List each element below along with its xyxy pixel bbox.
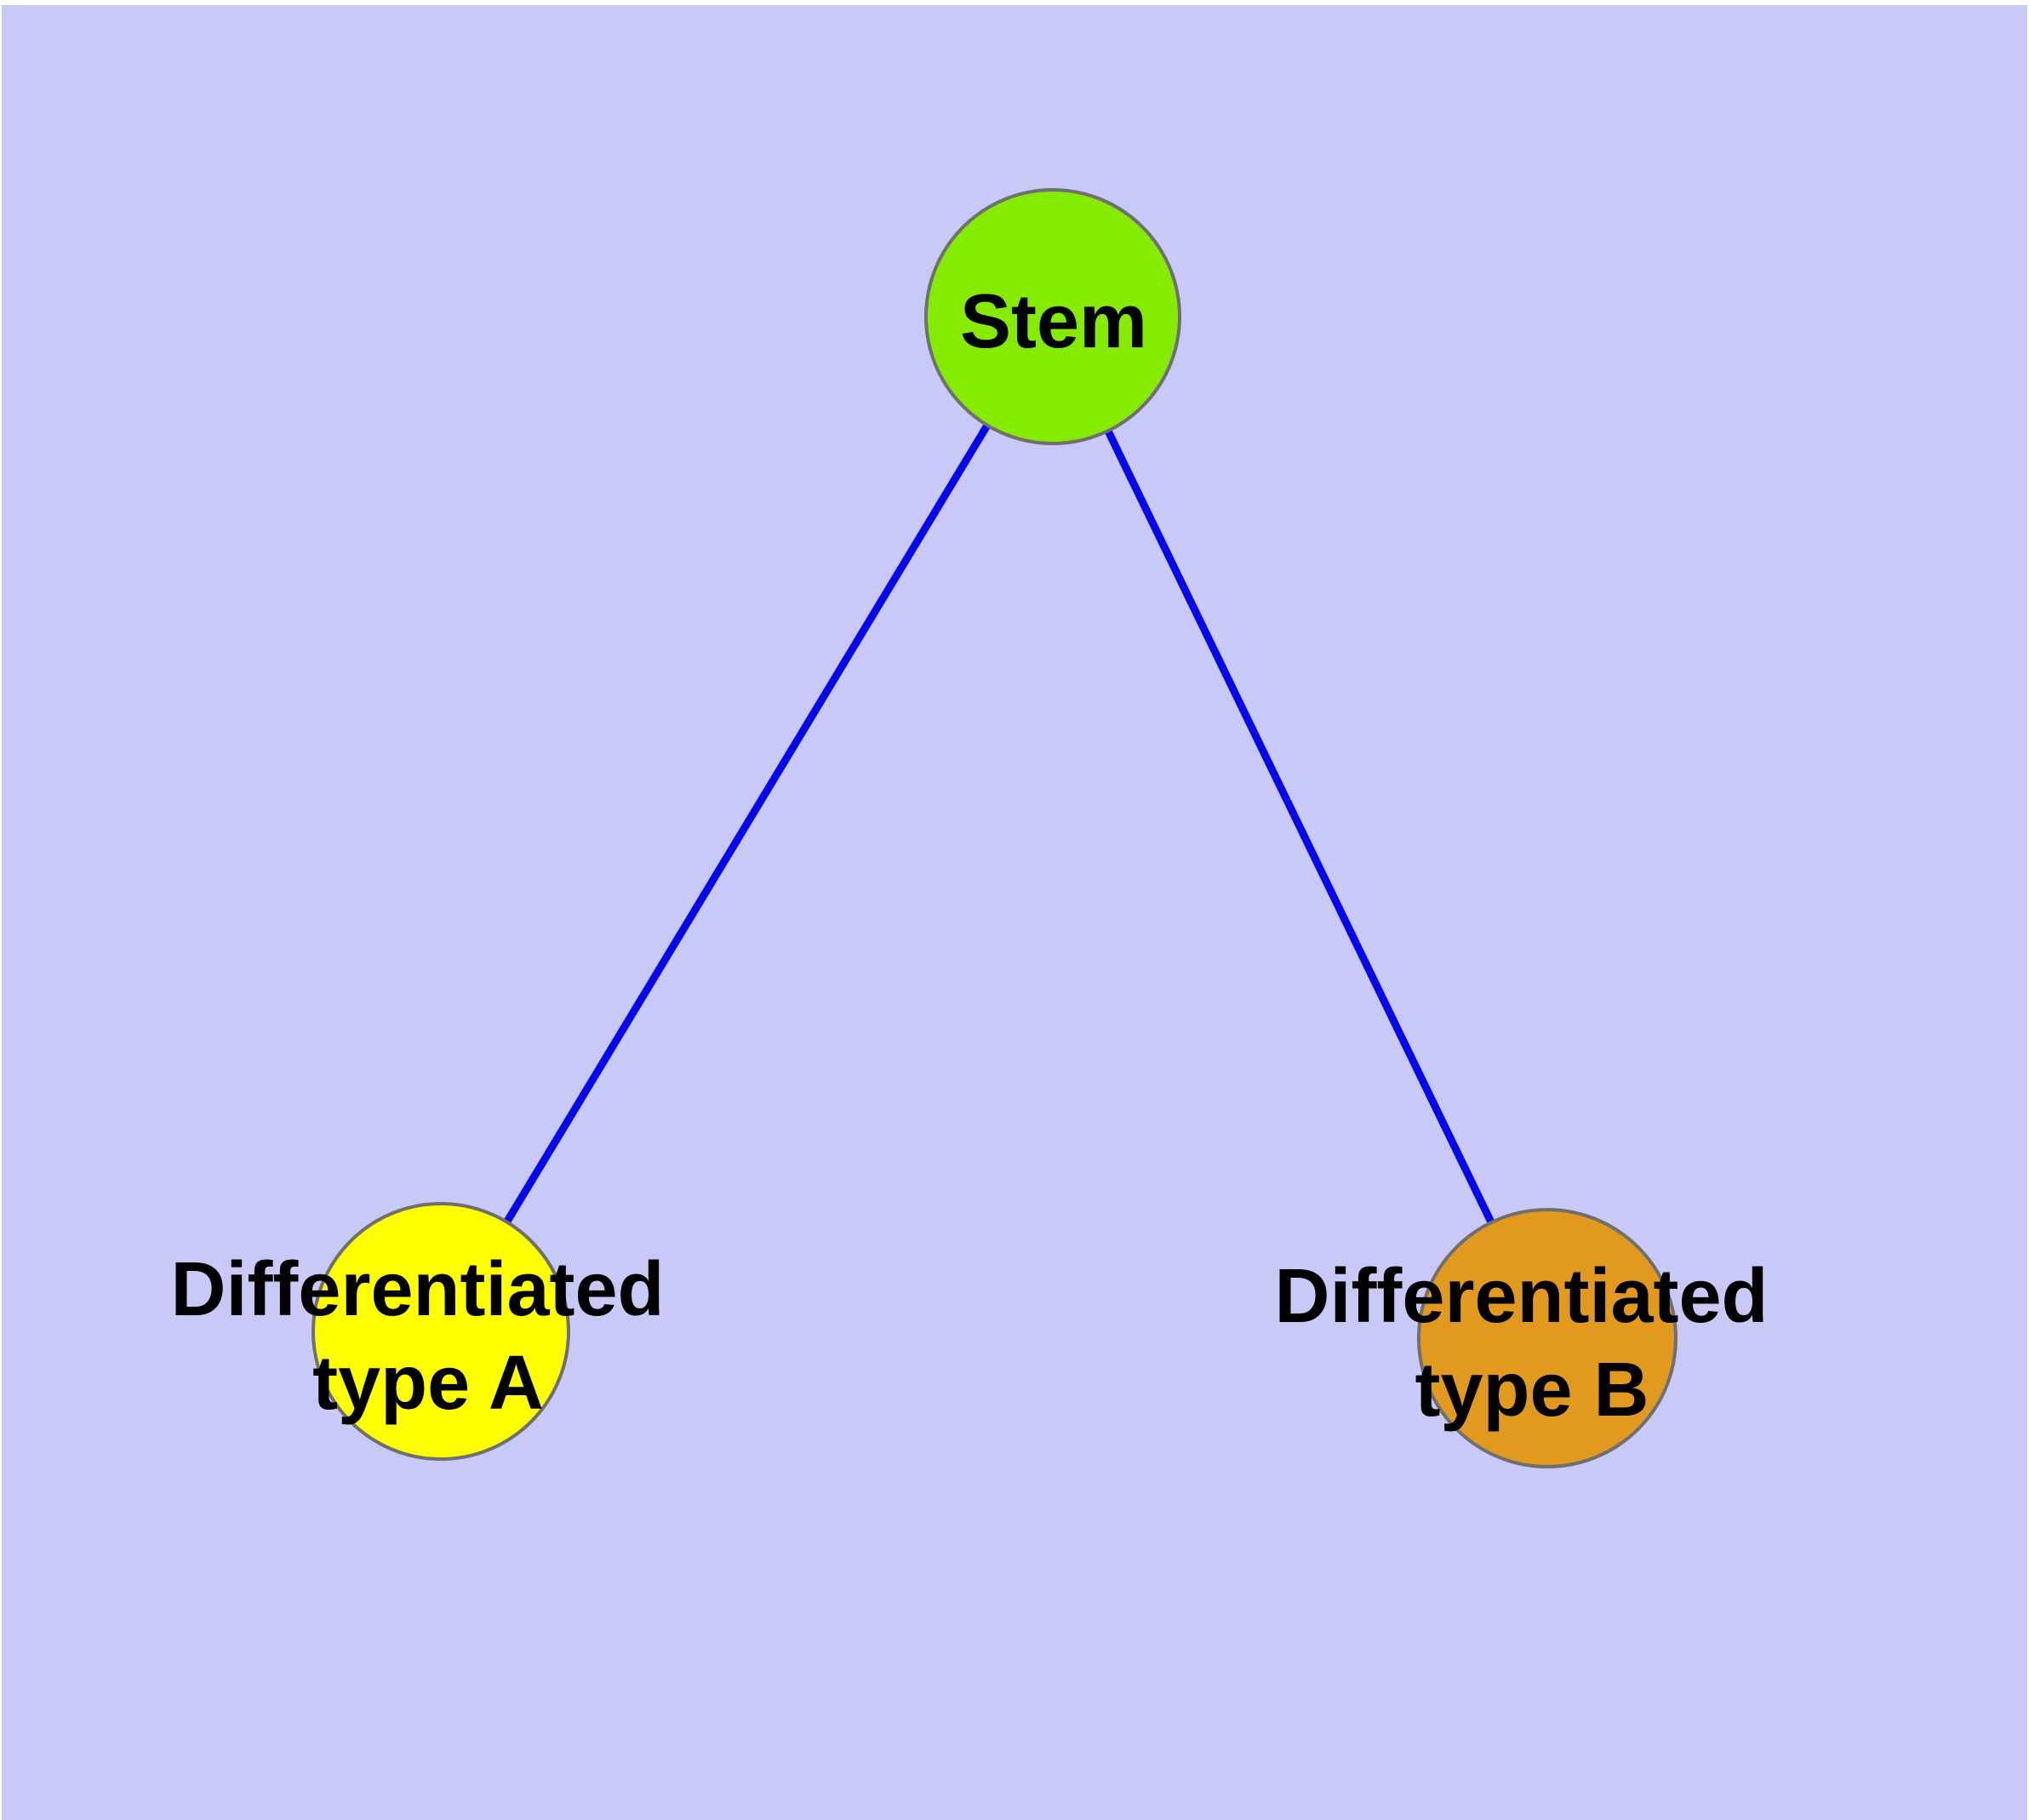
node-differentiated-a [311, 1202, 570, 1461]
node-differentiated-b-label-line1: Differentiated [1274, 1254, 1768, 1339]
node-stem-label: Stem [960, 279, 1147, 364]
node-differentiated-a-label-line2: type A [312, 1341, 544, 1426]
edge-stem-to-type-a [437, 314, 1056, 1334]
node-differentiated-b [1417, 1208, 1677, 1468]
node-differentiated-b-label: Differentiated type B [1274, 1254, 1789, 1433]
node-differentiated-a-label-line1: Differentiated [170, 1247, 664, 1332]
node-stem [924, 188, 1181, 445]
node-differentiated-a-label: Differentiated type A [170, 1247, 685, 1426]
node-differentiated-b-label-line2: type B [1415, 1348, 1649, 1433]
edge-stem-to-type-b [1049, 315, 1552, 1340]
